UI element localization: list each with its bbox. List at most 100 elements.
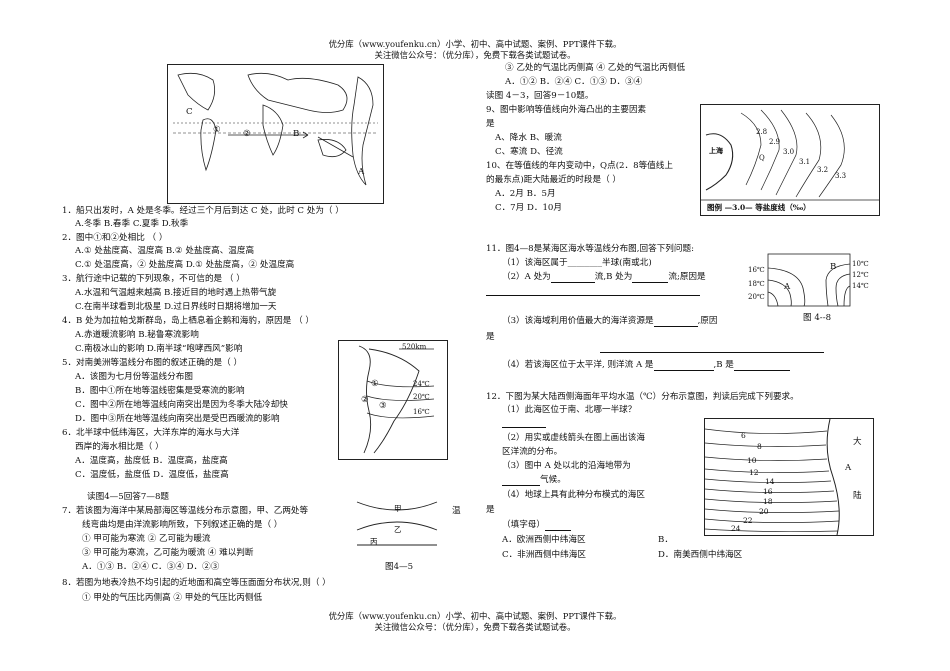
q12-blank-hemisphere[interactable] <box>502 418 546 428</box>
q11-blank-current-b[interactable] <box>733 361 790 371</box>
q11-blank-b[interactable] <box>632 273 669 283</box>
q11-blank-current-a[interactable] <box>653 361 714 371</box>
q6-text: 6．北半球中低纬海区，大洋东岸的海水与大洋 <box>62 428 240 438</box>
fig12-value-14: 14 <box>765 477 775 486</box>
q11-part-3-a: （3）该海域利用价值最大的海洋资源是 <box>502 316 654 326</box>
figure-4-5-drawing <box>356 501 438 546</box>
q12-fill-line: （填字母） <box>502 520 571 531</box>
fig45-label-yi: 乙 <box>394 525 402 534</box>
q11-blank-reason-2[interactable] <box>600 343 824 353</box>
q5-option-b: B．图中①所在地等温线密集是受寒流的影响 <box>75 386 245 396</box>
footer-line-1: 优分库（www.youfenku.cn）小学、初中、高中试题、案例、PPT课件下… <box>328 611 622 621</box>
q4-text: 4．B 处为加拉帕戈斯群岛，岛上栖息着企鹅和海豹，原因是 （ ） <box>62 316 315 326</box>
fig48-label-10: 10℃ <box>852 260 869 268</box>
fig12-value-24: 24 <box>731 524 741 533</box>
sa-label-3: ③ <box>379 401 387 411</box>
q8-options: A．①② B．②④ C．①③ D．③④ <box>505 77 643 87</box>
fig12-value-18: 18 <box>763 497 773 506</box>
sa-scale: 520km <box>402 343 427 351</box>
q12-option-c: C．非洲西侧中纬海区 <box>502 550 586 560</box>
fig12-value-6: 6 <box>741 431 746 440</box>
q12-option-d: D．南美西侧中纬海区 <box>658 550 743 560</box>
fig43-place: 上海 <box>709 146 723 155</box>
q4-options-1: A.赤道暖流影响 B.秘鲁寒流影响 <box>75 330 199 340</box>
map-label-c: C <box>186 107 193 117</box>
q10-options-2: C．7月 D．10月 <box>495 203 562 213</box>
q11-blank-reason[interactable] <box>486 286 700 296</box>
q12-water-temp-figure: 6 8 10 12 14 16 18 20 22 24 大 A 陆 <box>704 418 874 536</box>
q8-option-line-1: ① 甲处的气压比丙侧高 ② 甲处的气压比丙侧低 <box>82 593 263 603</box>
q11-part-3-b: ,原因 <box>697 316 718 326</box>
sa-label-24: 24℃ <box>413 380 430 388</box>
q11-text: 11．图4—8是某海区海水等温线分布图,回答下列问题: <box>486 244 694 254</box>
fig43-label-31: 3.1 <box>799 158 811 166</box>
read-instruction-7-8: 读图4—5回答7—8题 <box>87 492 170 502</box>
fig43-label-32: 3.2 <box>817 166 829 174</box>
world-map-drawing <box>173 72 378 186</box>
q10-text: 10、在等值线的年内变动中，Q点(2．8等值线上 <box>486 161 673 171</box>
q7-option-line-1: ① 甲可能为寒流 ② 乙可能为暖流 <box>82 534 211 544</box>
footer-line-2: 关注微信公众号：（优分库），免费下载各类试题试卷。 <box>374 622 576 632</box>
q11-part-2-a: （2）A 处为 <box>502 272 551 282</box>
q2-options-2: C.① 处温度高，② 处盐度高 D.① 处盐度高，② 处温度高 <box>75 260 295 270</box>
q12-part-3: （3）图中 A 处以北的沿海地带为 <box>502 461 631 471</box>
fig45-label-jia: 甲 <box>394 504 402 513</box>
sa-label-2: ② <box>361 395 369 405</box>
fig12-land-a: A <box>845 463 852 473</box>
q6-text-2: 西岸的海水相比是（ ） <box>75 442 164 452</box>
q5-option-c: C．图中②所在地等温线向南突出是因为冬季大陆冷却快 <box>75 400 288 410</box>
figure-4-8-caption: 图 4--8 <box>803 313 832 323</box>
fig48-label-a: A <box>784 282 791 292</box>
q7-option-line-2: ③ 甲可能为寒流，乙可能为暖流 ④ 难以判断 <box>82 548 254 558</box>
fig12-value-16: 16 <box>763 487 773 496</box>
figure-4-3-salinity: 上海 2.8 2.9 3.0 3.1 3.2 3.3 Q 图例 —3.0— 等盐… <box>700 104 880 216</box>
q9-text-2: 是 <box>486 119 495 129</box>
fig43-label-29: 2.9 <box>769 138 781 146</box>
q10-options-1: A．2月 B．5月 <box>495 189 556 199</box>
q11-part-2-c: 流;原因是 <box>668 272 706 282</box>
map-label-2: ② <box>243 129 251 139</box>
header-line-1: 优分库（www.youfenku.cn）小学、初中、高中试题、案例、PPT课件下… <box>328 39 622 49</box>
q12-part-2: （2）用实或虚线箭头在图上画出该海 <box>502 433 645 443</box>
q1-text: 1．船只出发时，A 处是冬季。经过三个月后到达 C 处，此时 C 处为（ ） <box>62 206 344 216</box>
q3-options-1: A.水温和气温越来越高 B.接近目的地时遇上热带气旋 <box>75 288 277 298</box>
q8-option-line-3: ③ 乙处的气温比丙侧高 ④ 乙处的气温比丙侧低 <box>505 63 686 73</box>
fig48-label-12: 12℃ <box>852 271 869 279</box>
sa-label-16: 16℃ <box>413 408 430 416</box>
q12-text: 12．下图为某大陆西侧海面年平均水温（℃）分布示意图，判读后完成下列要求。 <box>486 392 799 402</box>
figure-4-8: 16℃ 18℃ 20℃ 10℃ 12℃ 14℃ A B <box>748 252 878 324</box>
map-label-1: ① <box>213 125 221 135</box>
fig12-land-da: 大 <box>853 437 862 447</box>
q5-option-d: D．图中③所在地等温线向南突出是受巴西暖流的影响 <box>75 414 280 424</box>
map-label-b: B <box>293 129 300 139</box>
q9-text: 9、图中影响等值线向外海凸出的主要因素 <box>486 105 647 115</box>
q11-blank-a[interactable] <box>550 273 595 283</box>
q12-figure-drawing <box>704 418 840 536</box>
q12-blank-letter[interactable] <box>544 521 571 531</box>
q7-text: 7．若该图为海洋中某局部海区等温线分布示意图，甲、乙两处等 <box>62 506 309 516</box>
fig12-land-lu: 陆 <box>853 491 862 501</box>
q12-option-a: A．欧洲西侧中纬海区 <box>502 535 586 545</box>
q12-part-2-b: 区洋流的分布。 <box>502 447 563 457</box>
q2-text: 2．图中①和②处相比 （ ） <box>62 233 168 243</box>
fig48-label-18: 18℃ <box>748 280 765 288</box>
q12-blank-climate[interactable] <box>502 476 540 486</box>
read-instruction-9-10: 读图 4－3，回答9－10题。 <box>486 91 594 101</box>
q12-part-4-b: 是 <box>486 505 495 515</box>
fig48-label-14: 14℃ <box>852 282 869 290</box>
q5-text: 5．对南美洲等温线分布图的叙述正确的是（ ） <box>62 358 243 368</box>
q6-options-1: A．温度高，盐度低 B．温度高，盐度高 <box>75 456 228 466</box>
fig12-value-22: 22 <box>743 516 753 525</box>
q11-part-4-a: （4）若该海区位于太平洋, 则洋流 A 是 <box>502 360 654 370</box>
q2-options-1: A.① 处盐度高、温度高 B.② 处盐度高、温度高 <box>75 246 255 256</box>
figure-4-3-drawing <box>701 109 879 201</box>
q7-text-2: 线弯曲均是由洋流影响所致，下列叙述正确的是（ ） <box>82 520 283 530</box>
q4-options-2: C.南极冰山的影响 D.南半球“咆哮西风”影响 <box>75 344 243 354</box>
q11-part-1: （1）该海区属于________半球(南或北) <box>502 258 652 268</box>
q5-option-a: A．该图为七月份等温线分布图 <box>75 372 193 382</box>
q12-fill-label: （填字母） <box>502 520 545 530</box>
fig43-label-28: 2.8 <box>756 128 768 136</box>
q11-blank-resource[interactable] <box>653 317 698 327</box>
q12-part-4: （4）地球上具有此种分布模式的海区 <box>502 490 645 500</box>
q7-options: A．①③ B．②④ C．③④ D．②③ <box>82 562 220 572</box>
